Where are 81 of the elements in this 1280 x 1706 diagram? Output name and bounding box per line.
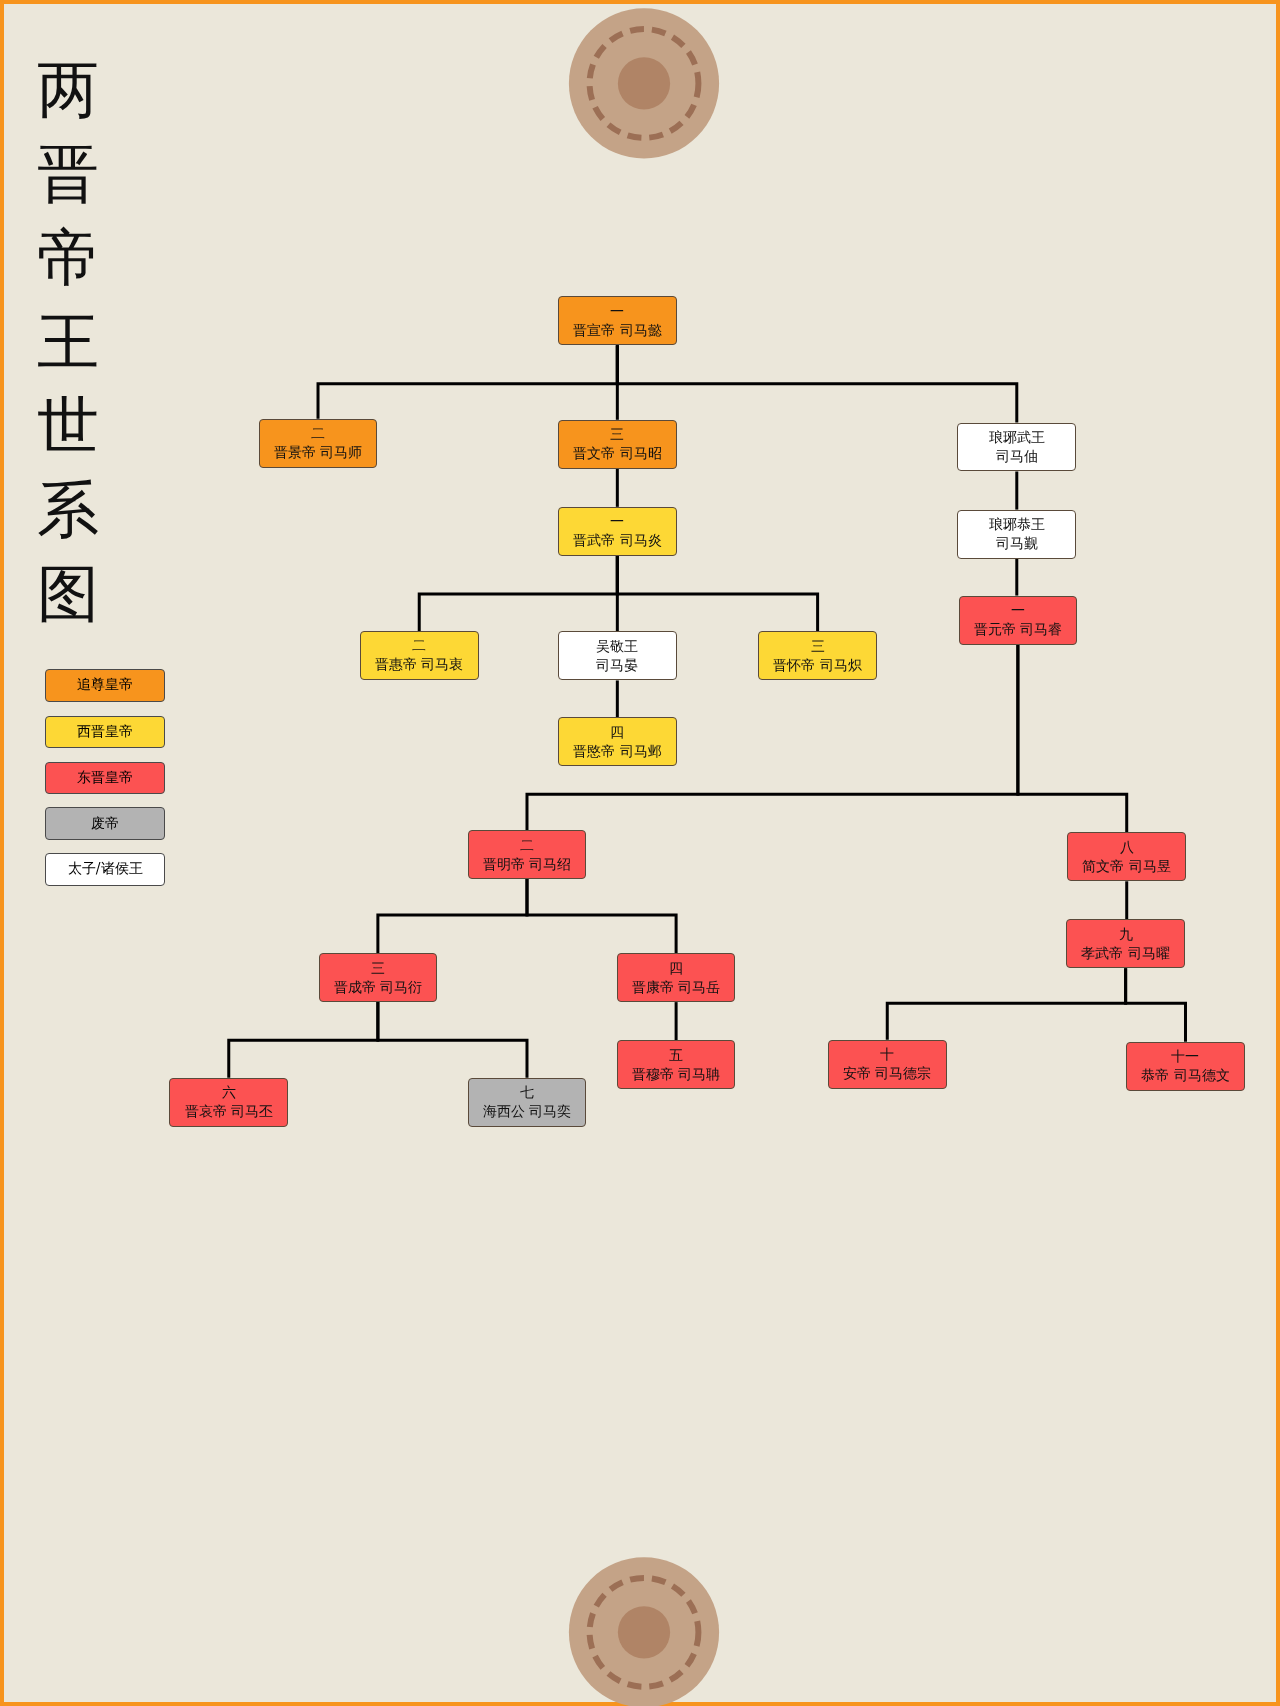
emperor-box [258,418,378,468]
reign-number: 二 [412,636,427,656]
emperor-box [958,595,1078,645]
prince-box [957,422,1077,472]
name-text: 晋穆帝 司马聃 [631,1064,721,1084]
reign-number: 四 [669,958,684,978]
connector-line [1015,471,1019,510]
emperor-box [467,1077,587,1127]
emperor-box [758,631,877,681]
name-text: 晋惠帝 司马衷 [375,655,464,675]
emperor-box [558,506,677,556]
legend-item: 西晋皇帝 [45,715,166,749]
reign-number: 六 [221,1083,236,1103]
prince-box [957,509,1077,559]
reign-number: 八 [1119,837,1134,857]
emperor-box [1066,919,1185,969]
prince-box [558,631,677,681]
reign-number: 二 [520,835,534,855]
title-text: 吴敬王 [596,636,639,656]
connector-line [525,879,678,954]
legend-item: 废帝 [45,807,166,840]
reign-number: 一 [610,512,625,532]
name-text: 司马伷 [995,447,1038,466]
name-text: 晋怀帝 司马炽 [773,655,862,675]
reign-number: 四 [610,722,625,742]
emperor-box [558,419,677,469]
reign-number: 三 [610,425,625,445]
reign-number: 十一 [1171,1047,1200,1067]
connector-line [1015,558,1019,596]
emperor-box [558,296,677,346]
reign-number: 五 [669,1045,684,1065]
reign-number: 一 [610,301,625,321]
name-text: 晋宣帝 司马懿 [573,320,662,340]
connector-line [376,1002,529,1078]
title-text: 琅琊恭王 [988,515,1045,535]
emperor-box [467,830,587,880]
legend-item: 太子/诸侯王 [45,852,166,886]
name-text: 海西公 司马奕 [482,1102,572,1122]
legend-item: 东晋皇帝 [45,761,166,795]
name-text: 晋景帝 司马师 [273,443,363,463]
name-text: 晋元帝 司马睿 [973,620,1063,640]
emperor-box [616,953,736,1003]
emperor-box [827,1039,947,1089]
reign-number: 九 [1118,924,1133,944]
emperor-box [1067,832,1186,882]
connector-line [615,680,619,718]
name-text: 孝武帝 司马曜 [1081,943,1170,963]
reign-number: 三 [810,636,825,656]
reign-number: 七 [520,1083,534,1103]
reign-number: 二 [311,424,325,444]
emperor-box [616,1040,736,1090]
legend-item: 追尊皇帝 [45,669,166,702]
name-text: 安帝 司马德宗 [843,1064,932,1084]
name-text: 司马晏 [596,655,639,675]
title: 两晋帝王世系图 [36,52,100,632]
emperor-box [558,717,677,767]
emperor-box [1126,1041,1245,1091]
emperor-box [359,630,479,680]
name-text: 简文帝 司马昱 [1082,856,1171,876]
name-text: 晋愍帝 司马邺 [573,741,662,761]
name-text: 晋哀帝 司马丕 [184,1102,273,1122]
connector-line [674,1002,678,1041]
name-text: 晋成帝 司马衍 [333,977,423,997]
reign-number: 十 [880,1045,895,1065]
connector-line [615,468,619,507]
connector-line [615,555,820,632]
connector-line [615,345,1019,423]
name-text: 晋武帝 司马炎 [573,531,662,551]
name-text: 晋文帝 司马昭 [573,444,662,464]
title-text: 琅琊武王 [988,428,1045,447]
name-text: 恭帝 司马德文 [1141,1066,1230,1086]
emperor-box [318,953,438,1003]
emperor-box [169,1077,289,1127]
reign-number: 三 [370,958,385,978]
reign-number: 一 [1010,601,1025,621]
name-text: 司马觐 [995,534,1038,554]
connector-line [1125,881,1129,920]
connector-line [1124,968,1187,1042]
name-text: 晋明帝 司马绍 [482,854,572,874]
name-text: 晋康帝 司马岳 [631,977,721,997]
connector-line [1016,644,1129,833]
